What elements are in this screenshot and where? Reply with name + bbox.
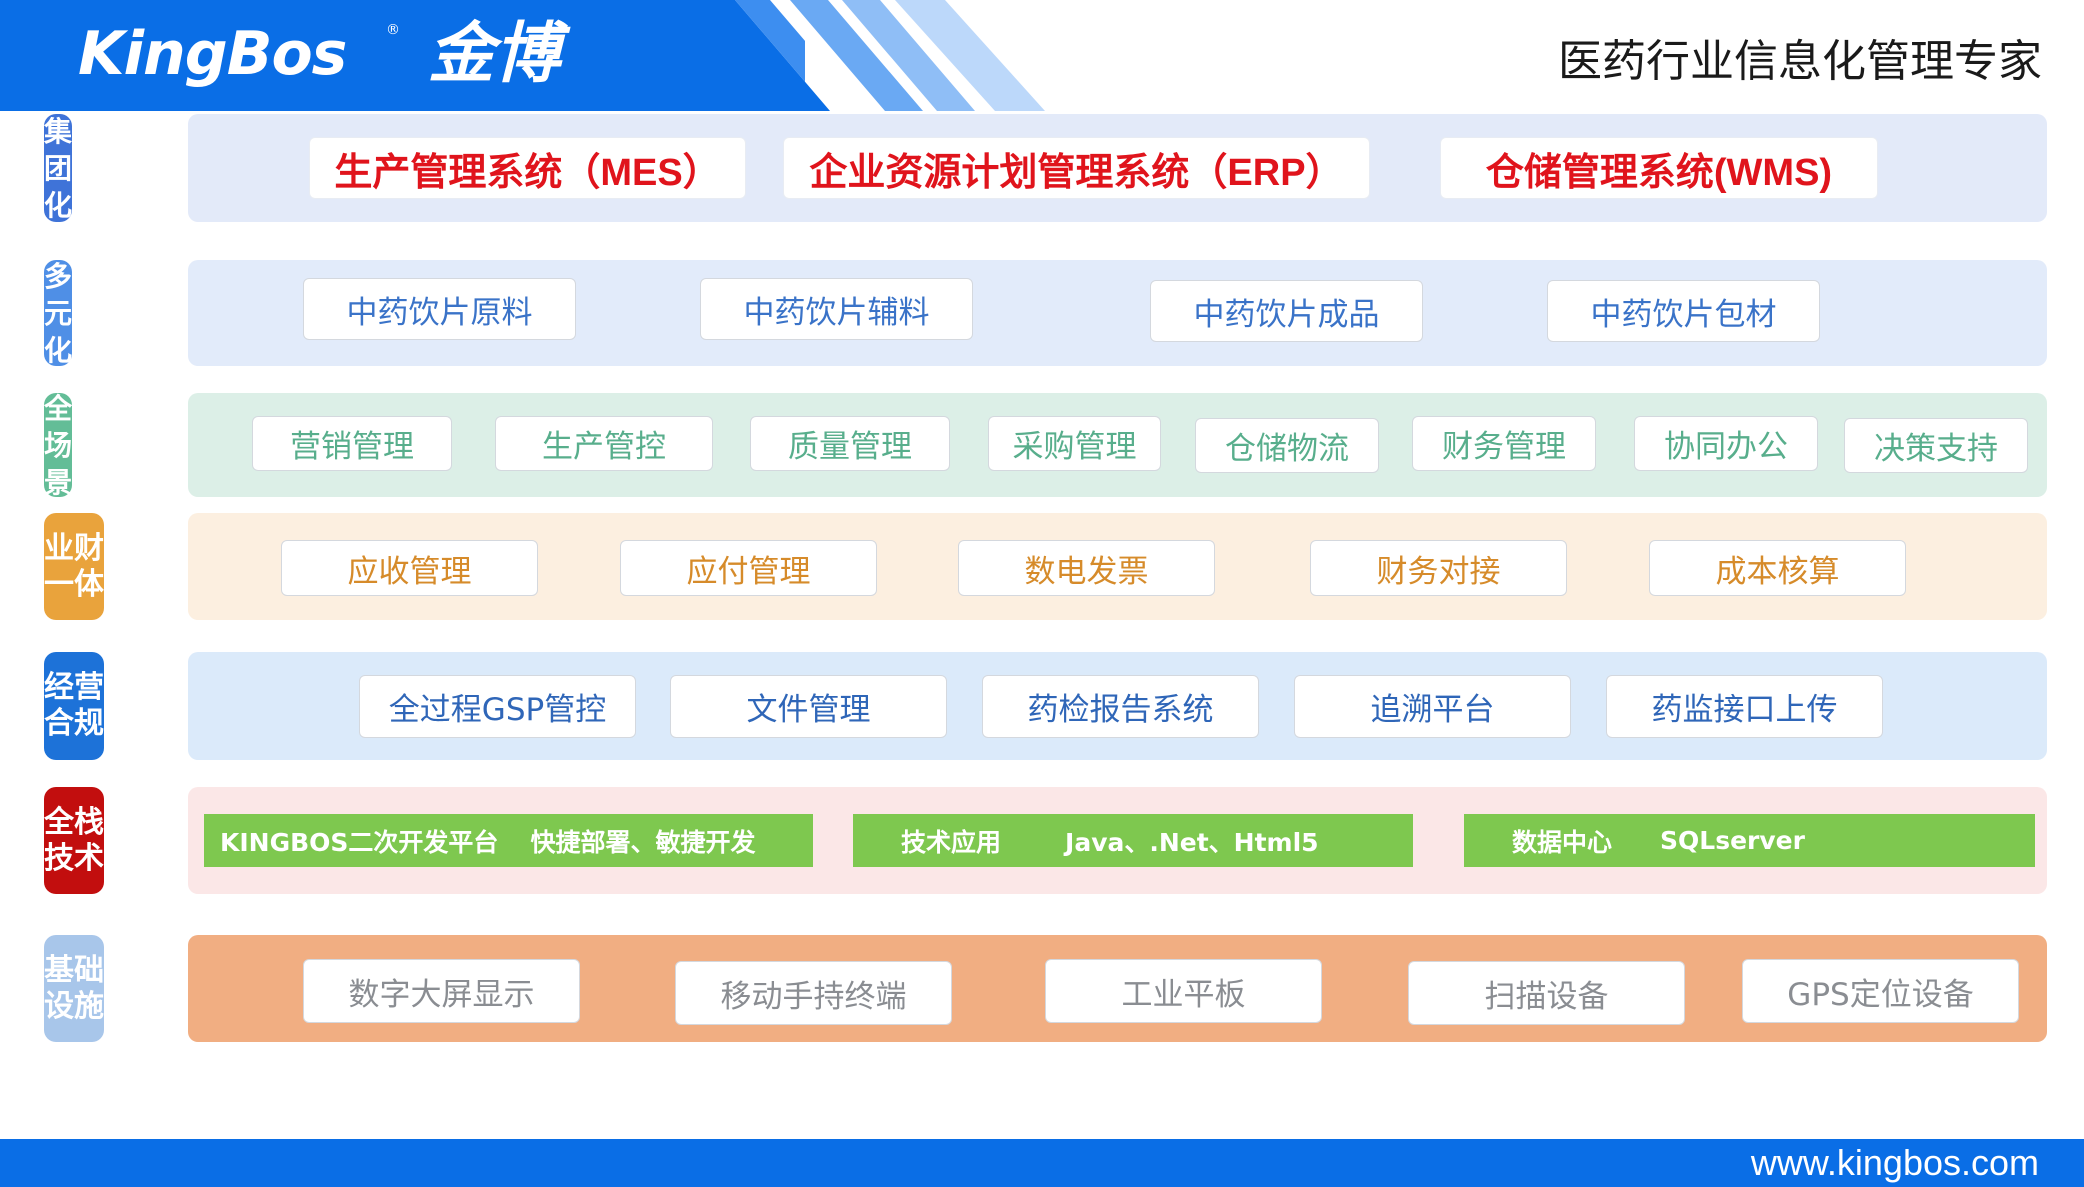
scene-box: 营销管理 — [252, 416, 452, 471]
tech-bar-name: 技术应用 — [901, 827, 1002, 857]
footer-bar — [0, 1139, 2084, 1187]
scene-label: 决策支持 — [1874, 431, 1998, 467]
compliance-box: 药监接口上传 — [1606, 675, 1883, 738]
scene-box: 采购管理 — [988, 416, 1161, 471]
header-banner — [0, 0, 830, 111]
tech-bar-detail: Java、.Net、Html5 — [1065, 827, 1319, 857]
material-box: 中药饮片包材 — [1547, 280, 1820, 342]
scene-label: 协同办公 — [1664, 429, 1788, 465]
scene-box: 质量管理 — [750, 416, 950, 471]
material-label: 中药饮片辅料 — [743, 294, 930, 331]
device-label: 扫描设备 — [1484, 978, 1609, 1015]
row-panel-diverse: 中药饮片原料 中药饮片辅料 中药饮片成品 中药饮片包材 — [188, 260, 2047, 366]
scene-box: 生产管控 — [495, 416, 713, 471]
row-panel-finance: 应收管理 应付管理 数电发票 财务对接 成本核算 — [188, 513, 2047, 620]
brand-logo-chinese: 金博 — [428, 15, 560, 92]
finance-label: 财务对接 — [1376, 553, 1501, 590]
module-box: 生产管理系统（MES） — [309, 137, 746, 199]
scene-box: 协同办公 — [1634, 416, 1818, 471]
device-box: 数字大屏显示 — [303, 959, 580, 1023]
finance-box: 财务对接 — [1310, 540, 1567, 596]
device-box: 工业平板 — [1045, 959, 1322, 1023]
row-label-text: 多 元 化 — [44, 259, 73, 367]
row-panel-scene: 营销管理 生产管控 质量管理 采购管理 仓储物流 财务管理 协同办公 决策支持 — [188, 393, 2047, 497]
tech-bar-name: 数据中心 — [1512, 827, 1613, 857]
finance-label: 应收管理 — [347, 553, 472, 590]
row-panel-stack: KINGBOS二次开发平台 快捷部署、敏捷开发 技术应用 Java、.Net、Htm… — [188, 787, 2047, 894]
module-box: 企业资源计划管理系统（ERP） — [783, 137, 1370, 199]
device-label: 移动手持终端 — [720, 978, 907, 1015]
scene-label: 仓储物流 — [1225, 431, 1349, 467]
footer-website-link[interactable]: www.kingbos.com — [1750, 1142, 2039, 1183]
tech-bar: KINGBOS二次开发平台 快捷部署、敏捷开发 — [204, 814, 813, 867]
scene-label: 质量管理 — [788, 429, 912, 465]
scene-label: 生产管控 — [542, 429, 666, 465]
row-label-finance: 业财 一体 — [44, 513, 104, 620]
device-label: 数字大屏显示 — [348, 976, 535, 1013]
compliance-label: 追溯平台 — [1370, 692, 1495, 728]
finance-box: 成本核算 — [1649, 540, 1906, 596]
material-box: 中药饮片辅料 — [700, 278, 973, 340]
finance-box: 应付管理 — [620, 540, 877, 596]
module-label: 仓储管理系统(WMS) — [1485, 151, 1833, 194]
row-label-text: 基础 设施 — [44, 952, 104, 1024]
module-label: 企业资源计划管理系统（ERP） — [809, 151, 1344, 194]
material-label: 中药饮片原料 — [346, 294, 533, 331]
row-label-group: 集 团 化 — [44, 114, 73, 222]
finance-box: 数电发票 — [958, 540, 1215, 596]
finance-box: 应收管理 — [281, 540, 538, 596]
device-label: 工业平板 — [1121, 976, 1246, 1013]
compliance-box: 文件管理 — [670, 675, 947, 738]
compliance-box: 追溯平台 — [1294, 675, 1571, 738]
finance-label: 数电发票 — [1024, 553, 1149, 590]
row-label-text: 业财 一体 — [44, 530, 104, 602]
row-label-text: 全栈 技术 — [44, 804, 104, 876]
page-tagline: 医药行业信息化管理专家 — [1558, 36, 2042, 87]
finance-label: 应付管理 — [686, 553, 811, 590]
finance-label: 成本核算 — [1715, 553, 1840, 590]
brand-logo-text: KingBos — [78, 19, 347, 89]
scene-box: 财务管理 — [1412, 416, 1596, 471]
tech-bar-name: KINGBOS二次开发平台 — [220, 827, 499, 857]
tech-bar-detail: SQLserver — [1660, 826, 1805, 855]
row-label-text: 经营 合规 — [44, 670, 104, 741]
scene-label: 采购管理 — [1012, 429, 1137, 465]
material-box: 中药饮片原料 — [303, 278, 576, 340]
row-panel-infra: 数字大屏显示 移动手持终端 工业平板 扫描设备 GPS定位设备 — [188, 935, 2047, 1042]
compliance-box: 全过程GSP管控 — [359, 675, 636, 738]
scene-label: 营销管理 — [290, 429, 414, 465]
scene-box: 决策支持 — [1844, 418, 2028, 473]
row-label-diverse: 多 元 化 — [44, 259, 73, 367]
compliance-box: 药检报告系统 — [982, 675, 1259, 738]
compliance-label: 文件管理 — [746, 692, 871, 728]
row-label-text: 全 场 景 — [44, 391, 73, 499]
device-box: 移动手持终端 — [675, 961, 952, 1025]
compliance-label: 全过程GSP管控 — [388, 692, 607, 728]
row-panel-group: 生产管理系统（MES） 企业资源计划管理系统（ERP） 仓储管理系统(WMS) — [188, 114, 2047, 222]
module-box: 仓储管理系统(WMS) — [1440, 137, 1878, 199]
device-label: GPS定位设备 — [1787, 976, 1974, 1013]
compliance-label: 药检报告系统 — [1027, 692, 1214, 728]
material-label: 中药饮片成品 — [1193, 296, 1380, 333]
scene-label: 财务管理 — [1442, 429, 1566, 465]
compliance-label: 药监接口上传 — [1651, 692, 1838, 728]
material-box: 中药饮片成品 — [1150, 280, 1423, 342]
row-label-text: 集 团 化 — [44, 114, 73, 222]
tech-bar: 数据中心 SQLserver — [1464, 814, 2035, 867]
material-label: 中药饮片包材 — [1590, 296, 1777, 333]
module-label: 生产管理系统（MES） — [334, 151, 721, 194]
row-panel-compliance: 全过程GSP管控 文件管理 药检报告系统 追溯平台 药监接口上传 — [188, 652, 2047, 760]
scene-box: 仓储物流 — [1195, 418, 1379, 473]
row-label-infra: 基础 设施 — [44, 935, 104, 1042]
row-label-compliance: 经营 合规 — [44, 652, 104, 760]
tech-bar-detail: 快捷部署、敏捷开发 — [530, 827, 756, 857]
row-label-stack: 全栈 技术 — [44, 787, 104, 894]
registered-mark: ® — [386, 22, 400, 38]
row-label-scene: 全 场 景 — [44, 392, 73, 499]
device-box: GPS定位设备 — [1742, 959, 2019, 1023]
tech-bar: 技术应用 Java、.Net、Html5 — [853, 814, 1413, 867]
device-box: 扫描设备 — [1408, 961, 1685, 1025]
